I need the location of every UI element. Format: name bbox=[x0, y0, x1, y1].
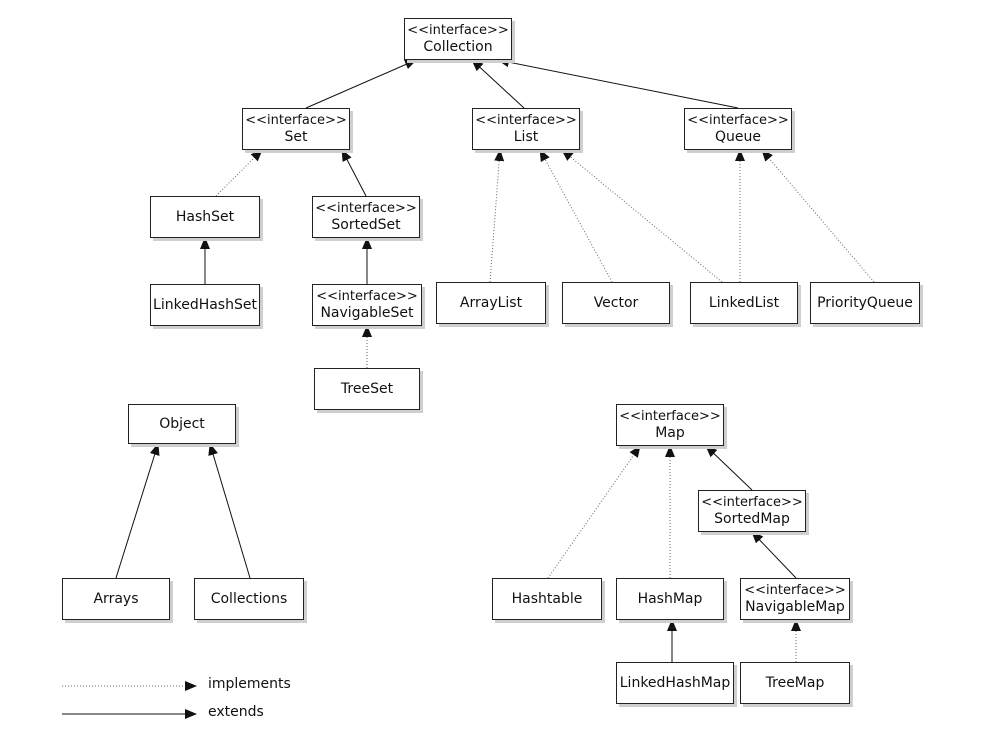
node-navigableset-stereotype: <<interface>> bbox=[316, 289, 418, 304]
node-linkedlist-label: LinkedList bbox=[708, 295, 780, 311]
node-sortedmap-stereotype: <<interface>> bbox=[701, 495, 803, 510]
node-queue-label: Queue bbox=[715, 129, 761, 145]
node-treeset-label: TreeSet bbox=[340, 381, 394, 397]
node-sortedset-stereotype: <<interface>> bbox=[315, 201, 417, 216]
edge-list-extends-collection bbox=[471, 59, 525, 109]
node-vector: Vector bbox=[562, 282, 670, 324]
node-navigablemap-stereotype: <<interface>> bbox=[744, 583, 846, 598]
node-sortedset: <<interface>>SortedSet bbox=[312, 196, 420, 238]
edge-set-extends-collection bbox=[305, 59, 417, 109]
node-queue: <<interface>>Queue bbox=[684, 108, 792, 150]
node-collection-label: Collection bbox=[423, 39, 493, 55]
node-list-stereotype: <<interface>> bbox=[475, 113, 577, 128]
node-collection-stereotype: <<interface>> bbox=[407, 23, 509, 38]
edge-sortedmap-extends-map bbox=[705, 445, 753, 491]
node-navigableset-label: NavigableSet bbox=[320, 305, 414, 321]
node-sortedmap: <<interface>>SortedMap bbox=[698, 490, 806, 532]
edge-queue-extends-collection bbox=[497, 57, 739, 109]
node-set: <<interface>>Set bbox=[242, 108, 350, 150]
node-arrays-label: Arrays bbox=[93, 591, 139, 607]
node-linkedhashset: LinkedHashSet bbox=[150, 284, 260, 326]
node-set-stereotype: <<interface>> bbox=[245, 113, 347, 128]
edge-arraylist-implements-list bbox=[489, 149, 505, 283]
node-list-label: List bbox=[513, 129, 539, 145]
node-object: Object bbox=[128, 404, 236, 444]
edge-collections-extends-object bbox=[208, 443, 251, 579]
node-object-label: Object bbox=[159, 416, 205, 432]
node-hashset: HashSet bbox=[150, 196, 260, 238]
node-map-label: Map bbox=[655, 425, 685, 441]
node-set-label: Set bbox=[284, 129, 308, 145]
node-priorityqueue: PriorityQueue bbox=[810, 282, 920, 324]
node-map-stereotype: <<interface>> bbox=[619, 409, 721, 424]
node-sortedset-label: SortedSet bbox=[331, 217, 401, 233]
node-linkedhashmap: LinkedHashMap bbox=[616, 662, 734, 704]
edge-hashtable-implements-map bbox=[547, 445, 641, 579]
node-collections: Collections bbox=[194, 578, 304, 620]
node-arraylist-label: ArrayList bbox=[459, 295, 523, 311]
node-linkedlist: LinkedList bbox=[690, 282, 798, 324]
edge-hashset-implements-set bbox=[215, 149, 263, 197]
node-hashtable-label: Hashtable bbox=[511, 591, 583, 607]
edge-vector-implements-list bbox=[539, 149, 613, 283]
node-queue-stereotype: <<interface>> bbox=[687, 113, 789, 128]
edge-linkedlist-implements-list bbox=[561, 149, 723, 283]
node-linkedhashset-label: LinkedHashSet bbox=[153, 297, 257, 313]
node-treemap: TreeMap bbox=[740, 662, 850, 704]
node-collection: <<interface>>Collection bbox=[404, 18, 512, 60]
node-hashtable: Hashtable bbox=[492, 578, 602, 620]
node-navigablemap: <<interface>>NavigableMap bbox=[740, 578, 850, 620]
node-hashset-label: HashSet bbox=[175, 209, 235, 225]
edge-priorityqueue-implements-queue bbox=[761, 149, 875, 283]
legend-extends-label: extends bbox=[208, 704, 264, 720]
node-treemap-label: TreeMap bbox=[765, 675, 825, 691]
legend bbox=[62, 681, 197, 719]
legend-implements-label: implements bbox=[208, 676, 291, 692]
edges-layer bbox=[115, 57, 875, 662]
node-linkedhashmap-label: LinkedHashMap bbox=[619, 675, 731, 691]
edge-navigablemap-extends-sortedmap bbox=[751, 531, 797, 579]
node-navigablemap-label: NavigableMap bbox=[745, 599, 845, 615]
node-arrays: Arrays bbox=[62, 578, 170, 620]
node-hashmap-label: HashMap bbox=[637, 591, 703, 607]
node-hashmap: HashMap bbox=[616, 578, 724, 620]
node-priorityqueue-label: PriorityQueue bbox=[817, 295, 913, 311]
node-collections-label: Collections bbox=[210, 591, 288, 607]
node-treeset: TreeSet bbox=[314, 368, 420, 410]
edge-sortedset-extends-set bbox=[341, 149, 367, 197]
edge-arrays-extends-object bbox=[115, 443, 160, 579]
node-map: <<interface>>Map bbox=[616, 404, 724, 446]
node-list: <<interface>>List bbox=[472, 108, 580, 150]
node-sortedmap-label: SortedMap bbox=[714, 511, 790, 527]
node-arraylist: ArrayList bbox=[436, 282, 546, 324]
node-navigableset: <<interface>>NavigableSet bbox=[312, 284, 422, 326]
node-vector-label: Vector bbox=[593, 295, 639, 311]
